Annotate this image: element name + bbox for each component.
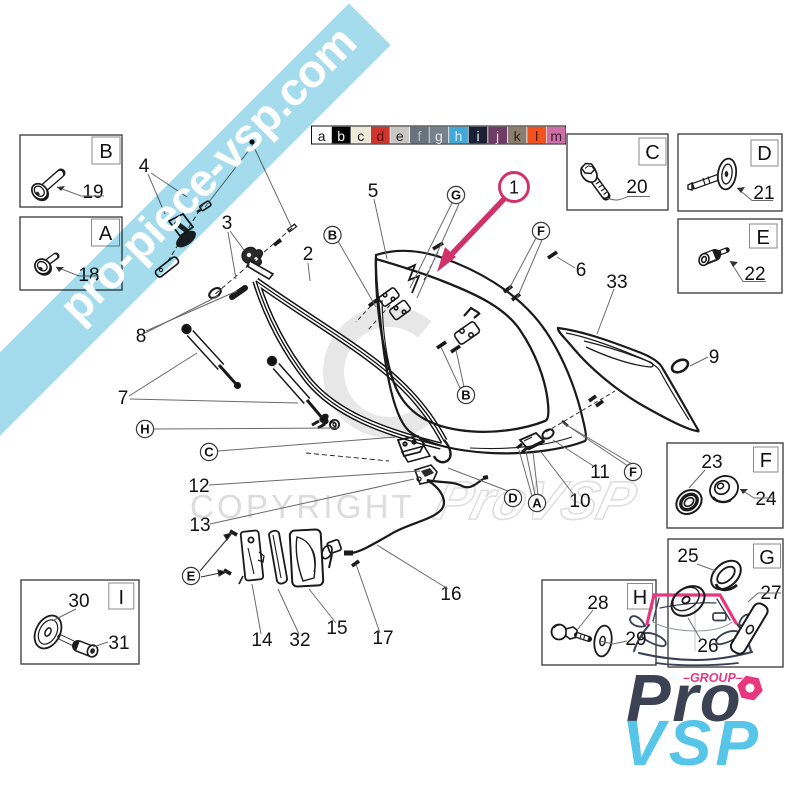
svg-text:4: 4 xyxy=(139,156,150,177)
svg-text:E: E xyxy=(187,569,196,584)
svg-text:16: 16 xyxy=(440,584,461,605)
svg-text:G: G xyxy=(759,547,775,569)
svg-text:2: 2 xyxy=(303,244,314,265)
svg-text:12: 12 xyxy=(188,476,209,497)
svg-text:A: A xyxy=(532,496,542,511)
svg-text:VSP: VSP xyxy=(622,707,762,779)
svg-text:H: H xyxy=(633,587,647,609)
svg-text:10: 10 xyxy=(569,491,590,512)
svg-text:d: d xyxy=(376,128,384,144)
svg-text:C: C xyxy=(645,142,659,164)
svg-text:G: G xyxy=(451,188,461,203)
svg-text:21: 21 xyxy=(753,183,774,204)
svg-text:30: 30 xyxy=(68,591,89,612)
svg-text:7: 7 xyxy=(118,388,129,409)
svg-text:f: f xyxy=(417,128,421,144)
svg-text:i: i xyxy=(476,128,479,144)
svg-text:17: 17 xyxy=(372,628,393,649)
svg-text:31: 31 xyxy=(108,633,129,654)
svg-text:Pro: Pro xyxy=(626,661,742,736)
svg-text:25: 25 xyxy=(677,546,698,567)
svg-text:8: 8 xyxy=(136,326,147,347)
svg-text:C: C xyxy=(204,445,214,460)
svg-text:28: 28 xyxy=(587,593,608,614)
svg-text:3: 3 xyxy=(222,213,233,234)
svg-text:–GROUP–: –GROUP– xyxy=(683,671,743,685)
svg-text:15: 15 xyxy=(326,618,347,639)
svg-text:19: 19 xyxy=(82,182,103,203)
svg-text:b: b xyxy=(337,128,345,144)
svg-text:11: 11 xyxy=(590,462,610,483)
svg-text:A: A xyxy=(99,223,113,245)
svg-text:B: B xyxy=(328,228,337,243)
svg-text:h: h xyxy=(455,128,463,144)
svg-text:c: c xyxy=(357,128,364,144)
svg-text:1: 1 xyxy=(509,178,519,198)
svg-text:D: D xyxy=(757,143,771,165)
svg-text:22: 22 xyxy=(744,264,765,285)
svg-text:5: 5 xyxy=(368,181,379,202)
svg-text:13: 13 xyxy=(189,515,210,536)
svg-text:COPYRIGHT: COPYRIGHT xyxy=(190,488,415,525)
svg-text:k: k xyxy=(514,128,522,144)
svg-text:B: B xyxy=(99,141,112,163)
svg-text:F: F xyxy=(537,224,545,239)
svg-text:23: 23 xyxy=(701,452,722,473)
svg-text:g: g xyxy=(435,128,443,144)
svg-text:33: 33 xyxy=(606,272,627,293)
svg-text:24: 24 xyxy=(755,489,777,510)
svg-text:14: 14 xyxy=(251,630,273,651)
svg-text:F: F xyxy=(629,465,637,480)
svg-text:B: B xyxy=(461,388,470,403)
svg-text:29: 29 xyxy=(625,629,646,650)
svg-text:D: D xyxy=(508,491,517,506)
svg-text:l: l xyxy=(535,128,538,144)
svg-text:I: I xyxy=(119,587,125,609)
svg-text:26: 26 xyxy=(697,636,718,657)
svg-text:H: H xyxy=(140,422,149,437)
svg-text:E: E xyxy=(757,227,770,249)
svg-text:a: a xyxy=(318,128,326,144)
svg-text:20: 20 xyxy=(626,177,647,198)
svg-text:6: 6 xyxy=(576,260,587,281)
svg-text:e: e xyxy=(396,128,404,144)
svg-text:j: j xyxy=(495,128,499,144)
svg-text:F: F xyxy=(760,450,772,472)
svg-text:m: m xyxy=(550,128,562,144)
svg-text:32: 32 xyxy=(289,630,310,651)
svg-text:9: 9 xyxy=(709,347,720,368)
